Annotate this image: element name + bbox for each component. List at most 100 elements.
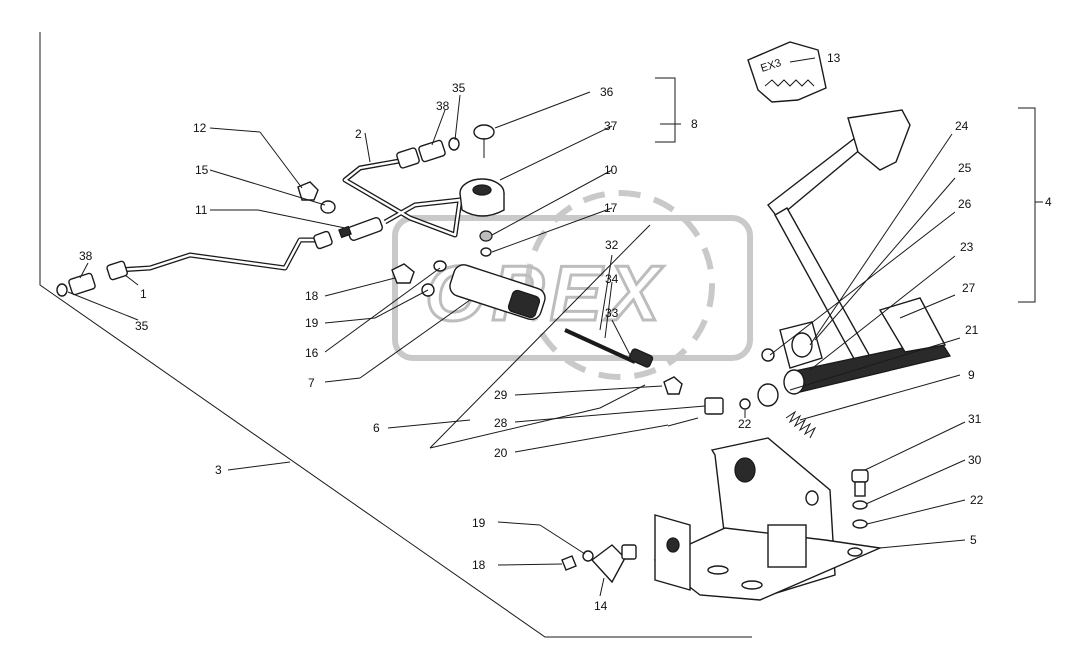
leader-lines	[67, 57, 1043, 597]
pedal-rubber-13	[747, 41, 827, 103]
label-19-bottom: 19	[472, 516, 486, 530]
bracket-5-slot-a	[741, 580, 763, 590]
fittings	[56, 137, 460, 297]
watermark-frame	[392, 215, 753, 361]
clip-10	[479, 230, 493, 242]
washer-19-bottom	[582, 550, 594, 562]
pipe-2	[342, 157, 463, 238]
label-18-bottom: 18	[472, 558, 486, 572]
pedal-pad-plate	[847, 109, 911, 171]
label-7: 7	[308, 376, 315, 390]
label-27: 27	[962, 281, 976, 295]
seal-15	[320, 200, 336, 214]
cylinder-7-end	[507, 289, 541, 319]
label-29: 29	[494, 388, 508, 402]
bracket-27	[878, 297, 947, 353]
clevis-28	[704, 397, 724, 415]
group-3-outline	[39, 32, 752, 638]
label-38-left: 38	[79, 249, 93, 263]
label-14: 14	[594, 599, 608, 613]
bracket-5-slot-b	[707, 565, 729, 575]
pedal: EX3	[747, 41, 911, 367]
pin-20	[667, 417, 699, 427]
label-36: 36	[600, 85, 614, 99]
label-23: 23	[960, 240, 974, 254]
label-31: 31	[968, 412, 982, 426]
label-24: 24	[955, 119, 969, 133]
label-11: 11	[195, 203, 208, 217]
label-15: 15	[195, 163, 209, 177]
bracket-25-hole	[791, 332, 813, 358]
label-37: 37	[604, 119, 618, 133]
label-18-top: 18	[305, 289, 319, 303]
label-10: 10	[604, 163, 618, 177]
label-25: 25	[958, 161, 972, 175]
cap-36	[473, 124, 495, 140]
label-13: 13	[827, 51, 841, 65]
label-4: 4	[1045, 195, 1052, 209]
washer-30	[852, 500, 868, 510]
master-cylinder	[449, 124, 546, 321]
nut-pipe-1-left	[106, 260, 128, 281]
plate-14-body	[590, 544, 626, 584]
label-21: 21	[965, 323, 979, 337]
bracket-5-label	[767, 524, 807, 568]
pedal-arm-upper	[767, 136, 863, 220]
bracket-5-slot-c	[847, 547, 863, 557]
label-32: 32	[605, 238, 619, 252]
union-38-top	[418, 139, 446, 163]
group-8-bracket	[655, 77, 676, 143]
bolt-18	[391, 263, 415, 284]
label-22-mid: 22	[738, 417, 752, 431]
pipe-2-inner	[343, 158, 462, 237]
bracket-5-side-hole	[734, 457, 756, 483]
label-26: 26	[958, 197, 972, 211]
bolt-18-bottom	[561, 555, 577, 571]
label-38-top: 38	[436, 99, 450, 113]
group-lines	[39, 32, 1036, 638]
push-rod	[564, 328, 751, 427]
spring-9-coil	[785, 410, 817, 439]
spring-9	[785, 410, 817, 439]
label-22-bottom: 22	[970, 493, 984, 507]
label-16: 16	[305, 346, 319, 360]
callouts: 1 2 3 4 5 6 7 8 9 10 11 12 13 14 15 16 1…	[79, 51, 1052, 613]
watermark: OPEX	[392, 190, 753, 380]
label-35-left: 35	[135, 319, 149, 333]
label-8: 8	[691, 117, 698, 131]
label-34: 34	[605, 272, 619, 286]
rod-end-33	[628, 348, 654, 368]
pipe-1	[117, 237, 322, 273]
bracket-5-pivot-hole	[805, 490, 819, 506]
banjo-11	[347, 217, 383, 241]
group-4-bracket	[1018, 107, 1036, 303]
label-12: 12	[193, 121, 207, 135]
bolt-31-shank	[854, 481, 866, 497]
bushing-22	[757, 383, 779, 407]
label-2: 2	[355, 127, 362, 141]
label-17: 17	[604, 201, 618, 215]
pipe-1-inner	[117, 238, 322, 272]
ring-17	[480, 247, 492, 257]
pedal-pad-ribs	[764, 79, 815, 87]
washer-35-left	[56, 283, 68, 297]
group-6-line-b	[429, 384, 646, 449]
washer-22-bottom	[852, 519, 868, 529]
label-20: 20	[494, 446, 508, 460]
reservoir-37-body	[459, 192, 505, 217]
label-5: 5	[970, 533, 977, 547]
label-30: 30	[968, 453, 982, 467]
bolt-31-head	[851, 469, 869, 483]
label-28: 28	[494, 416, 508, 430]
washer-22-mid	[739, 398, 751, 410]
nut-29	[663, 376, 683, 395]
nut-26	[761, 348, 775, 362]
bolt-31-set	[851, 469, 869, 529]
bracket-5-front-hole	[666, 537, 680, 553]
label-35-top: 35	[452, 81, 466, 95]
label-6: 6	[373, 421, 380, 435]
washer-16	[433, 260, 447, 272]
label-19-top: 19	[305, 316, 319, 330]
